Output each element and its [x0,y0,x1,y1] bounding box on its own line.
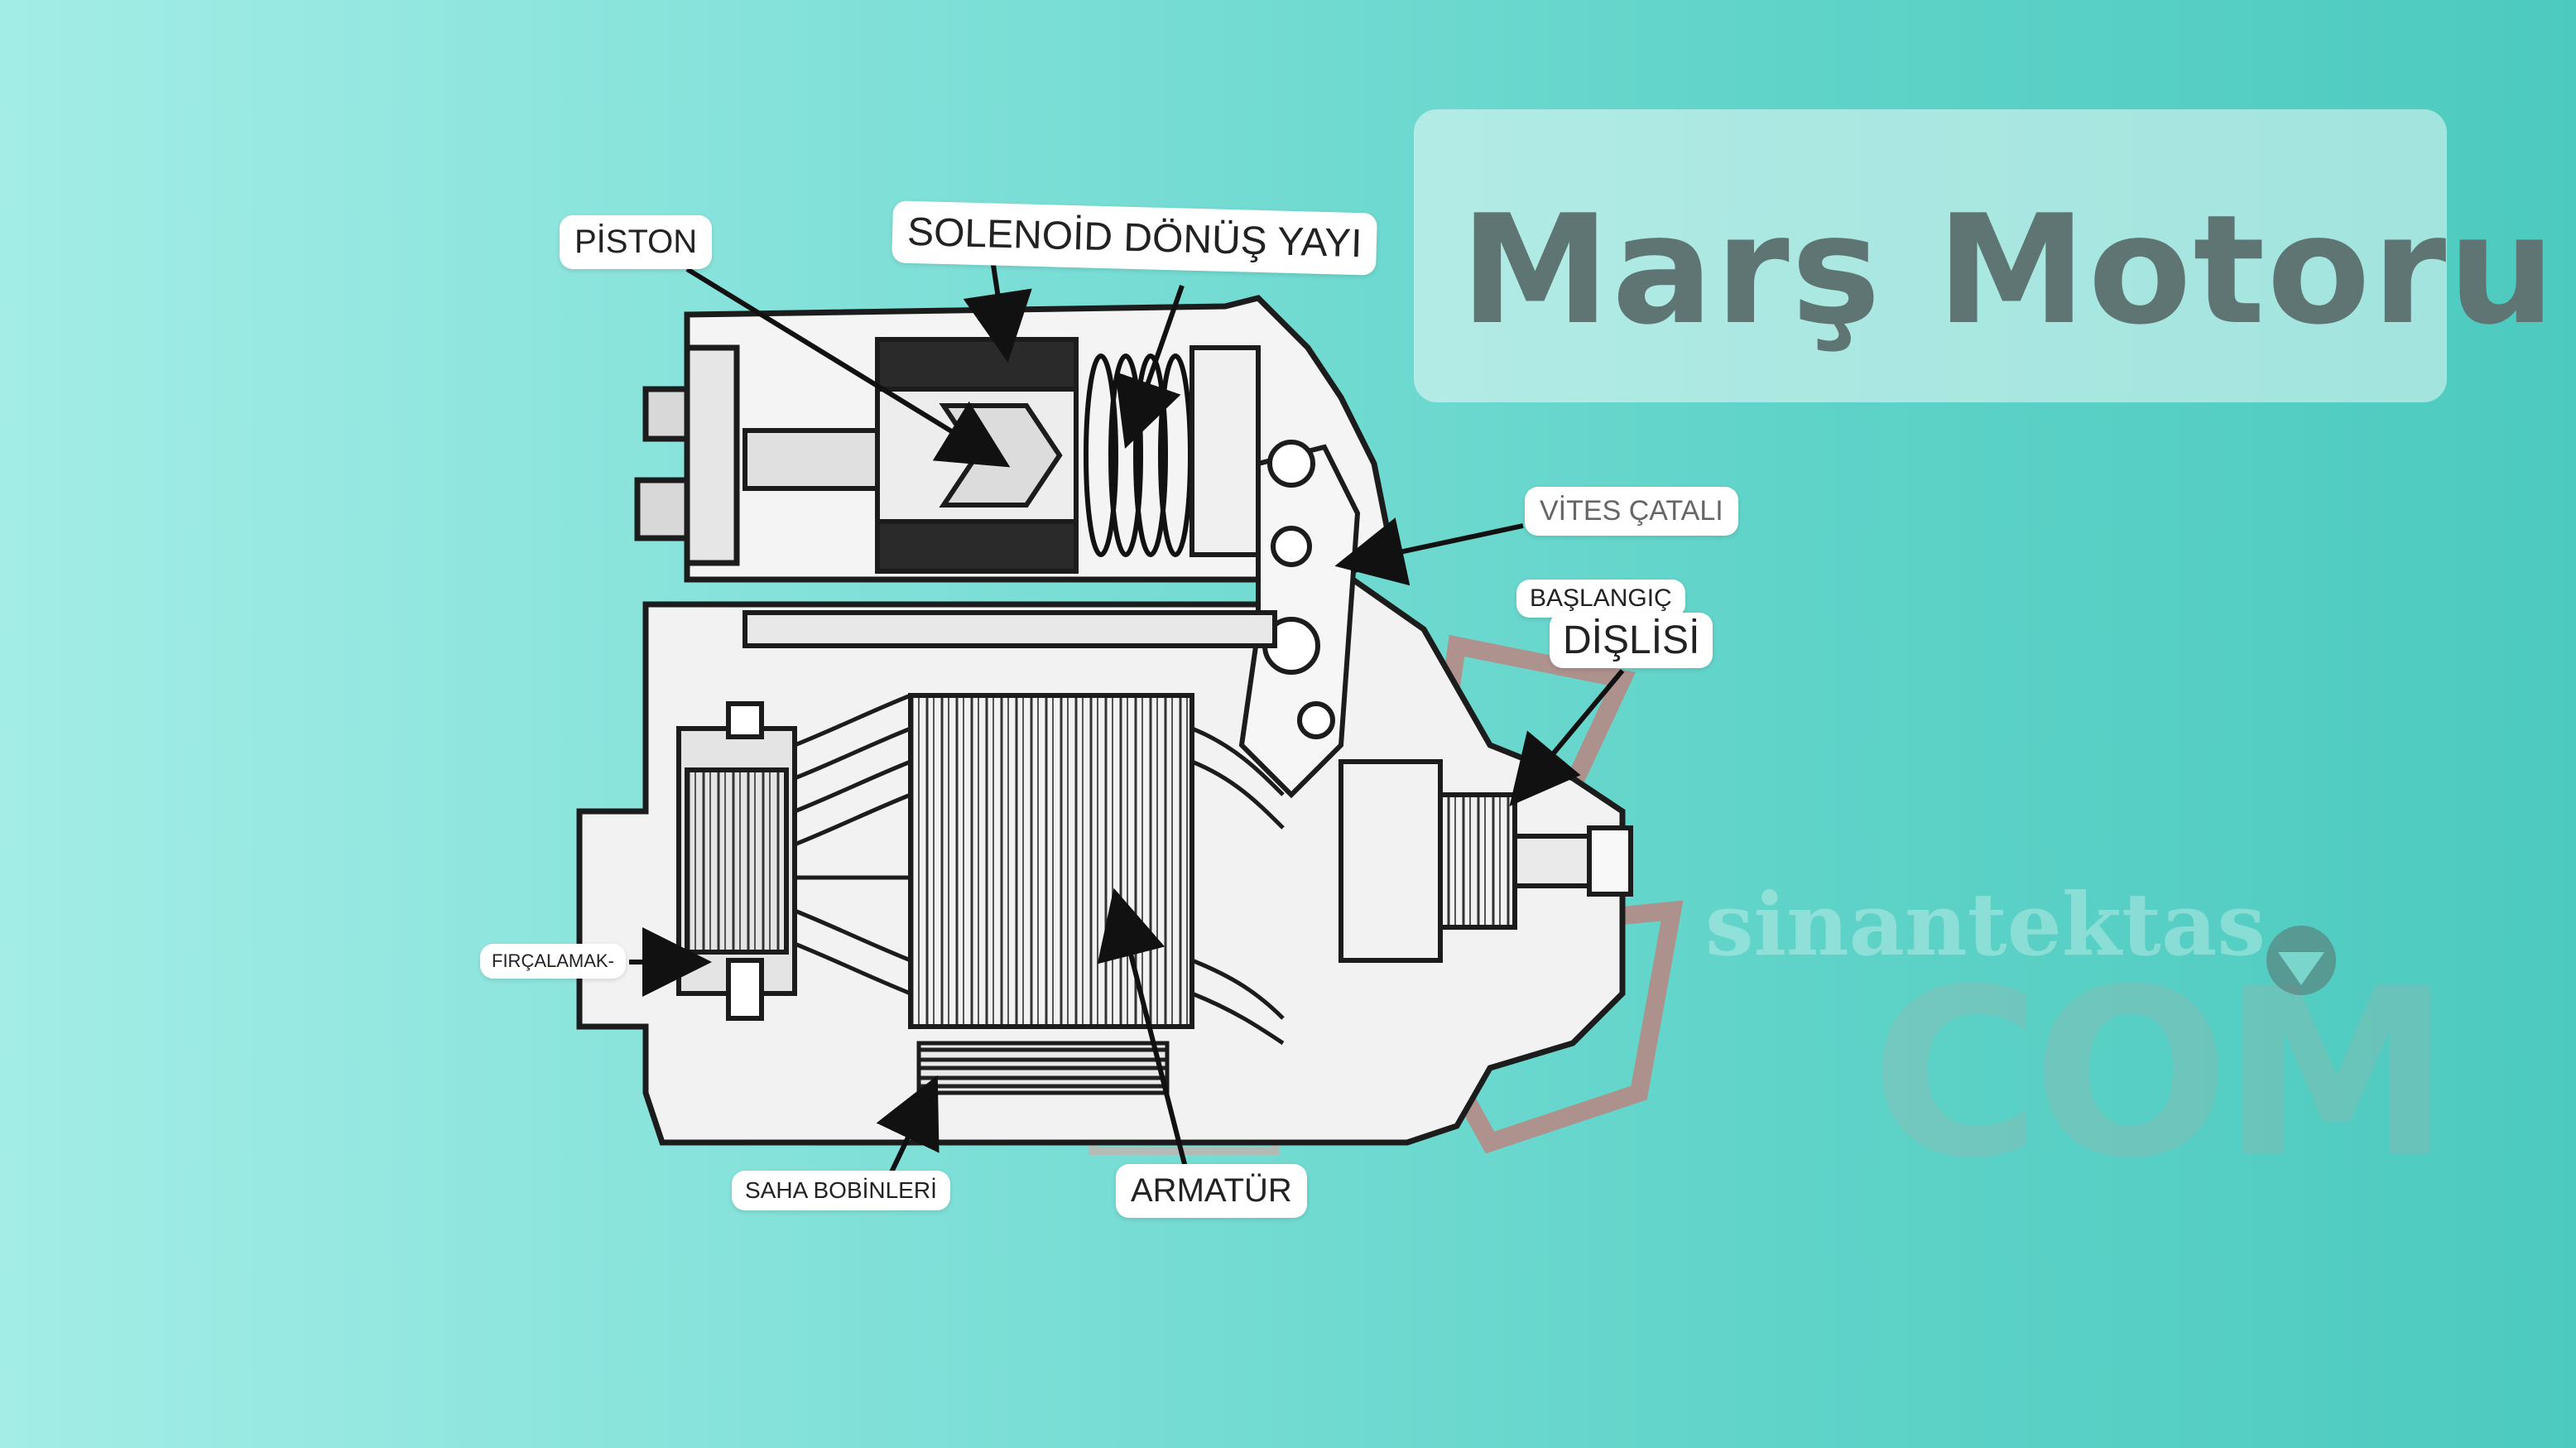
label-field-coils: SAHA BOBİNLERİ [732,1171,950,1210]
armature-windings [794,693,1285,1046]
brush-assembly [676,701,797,1021]
label-start-gear-line2: DİŞLİSİ [1550,613,1713,668]
label-armature: ARMATÜR [1116,1164,1307,1218]
label-brush: FIRÇALAMAK- [480,944,626,979]
field-coils [916,1041,1170,1095]
page-title: Marş Motoru [1460,182,2557,358]
shift-fork [1238,440,1361,799]
watermark-text: sinantektas [1705,873,2266,975]
watermark-com-text: COM [1871,940,2452,1210]
shift-rod [743,610,1277,648]
leader-arrows [629,264,1625,1177]
armature-core [908,693,1194,1029]
label-piston: PİSTON [560,215,713,269]
title-panel: Marş Motoru [1414,109,2555,402]
pinion-gear [1338,759,1633,963]
label-solenoid-return-spring: SOLENOİD DÖNÜŞ YAYI [892,200,1378,276]
label-shift-fork: VİTES ÇATALI [1525,487,1738,536]
label-start-gear-line1: BAŞLANGIÇ [1516,580,1685,618]
